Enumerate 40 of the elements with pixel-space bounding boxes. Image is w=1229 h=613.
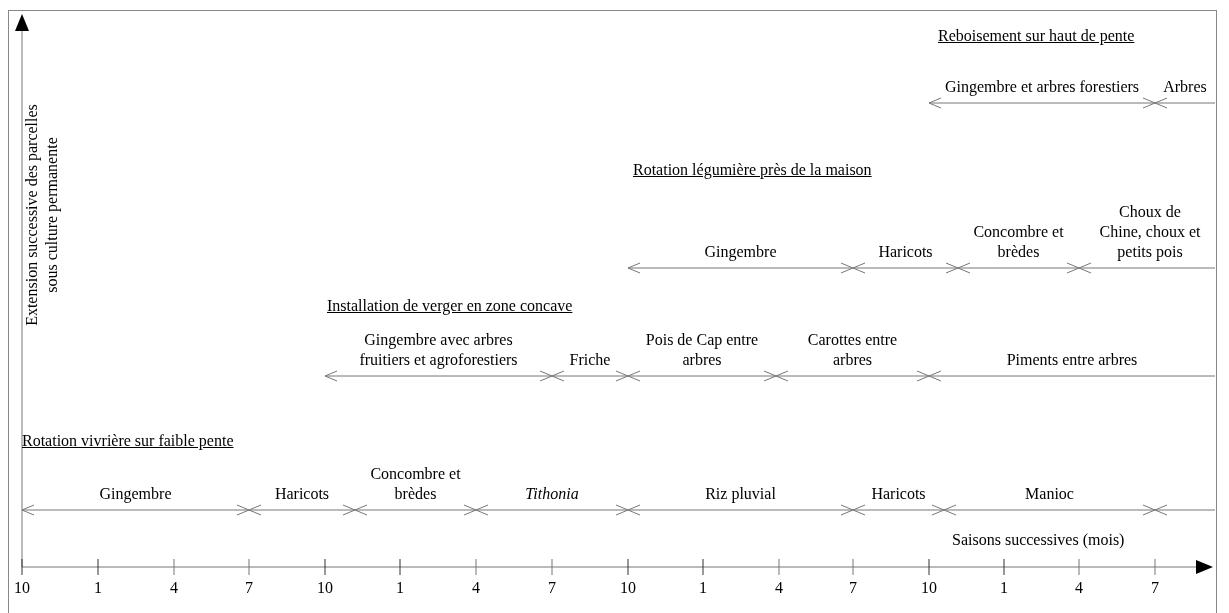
crop-label: Gingembre: [98, 484, 173, 504]
crop-label: Friche: [568, 350, 612, 370]
tick-label: 7: [1151, 579, 1159, 597]
crop-label: Concombre et brèdes: [369, 464, 462, 504]
tick-label: 1: [396, 579, 404, 597]
tick-label: 7: [849, 579, 857, 597]
tick-label: 10: [317, 579, 333, 597]
tick-label: 7: [245, 579, 253, 597]
tick-label: 7: [548, 579, 556, 597]
tick-label: 4: [1075, 579, 1083, 597]
crop-label: Haricots: [870, 484, 927, 504]
crop-label: Gingembre: [703, 242, 778, 262]
crop-label: Carottes entre arbres: [806, 330, 899, 370]
crop-label: Arbres: [1162, 77, 1208, 97]
tick-label: 1: [1000, 579, 1008, 597]
crop-label: Gingembre et arbres forestiers: [943, 77, 1141, 97]
tick-label: 1: [94, 579, 102, 597]
crop-label: Manioc: [1024, 484, 1075, 504]
rotation-title: Rotation légumière près de la maison: [633, 161, 872, 179]
crop-label: Pois de Cap entre arbres: [644, 330, 760, 370]
tick-label: 1: [699, 579, 707, 597]
crop-label: Haricots: [273, 484, 331, 504]
crop-label: Concombre et brèdes: [972, 222, 1065, 262]
crop-label: Riz pluvial: [704, 484, 777, 504]
tick-label: 10: [14, 579, 30, 597]
crop-label: Gingembre avec arbres fruitiers et agroforestiers: [358, 330, 519, 370]
tick-label: 4: [170, 579, 178, 597]
crop-label: Tithonia: [524, 484, 580, 504]
rotation-title: Installation de verger en zone concave: [327, 297, 573, 315]
tick-label: 10: [921, 579, 937, 597]
crop-label: Piments entre arbres: [1005, 350, 1139, 370]
rotation-title: Reboisement sur haut de pente: [938, 27, 1135, 45]
axis-title: Saisons successives (mois): [952, 531, 1125, 549]
crop-label: Choux de Chine, choux et petits pois: [1098, 202, 1202, 262]
tick-label: 4: [472, 579, 480, 597]
crop-label: Haricots: [877, 242, 934, 262]
axis-title: Extension successive des parcelles sous culture permanente: [22, 103, 62, 328]
tick-label: 10: [620, 579, 636, 597]
tick-label: 4: [775, 579, 783, 597]
rotation-title: Rotation vivrière sur faible pente: [22, 432, 234, 450]
